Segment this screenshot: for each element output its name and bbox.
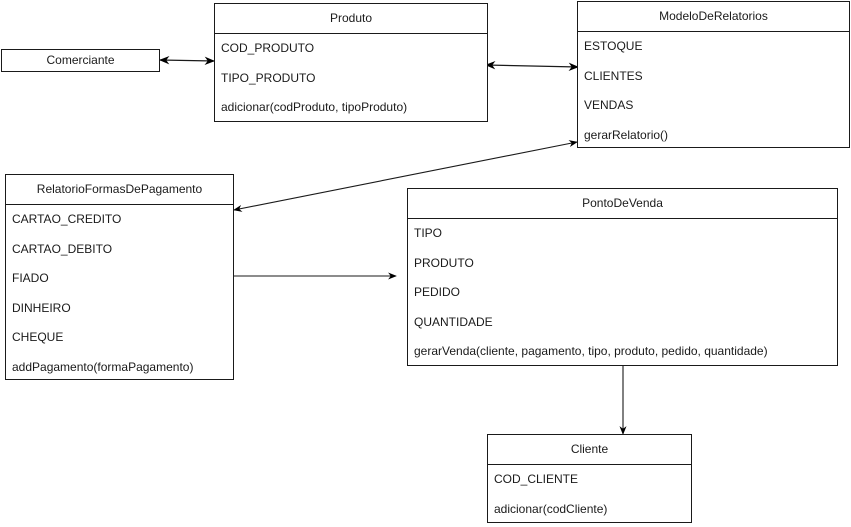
class-header: Produto	[215, 4, 487, 34]
class-relatorio-formas-de-pagamento[interactable]: RelatorioFormasDePagamento CARTAO_CREDIT…	[5, 174, 234, 380]
edge-modelo-relatorio	[233, 140, 578, 212]
class-attribute: COD_PRODUTO	[221, 41, 315, 55]
class-attribute: QUANTIDADE	[414, 314, 493, 329]
class-method: adicionar(codProduto, tipoProduto)	[221, 100, 408, 114]
class-comerciante[interactable]: Comerciante	[1, 49, 160, 72]
class-produto[interactable]: Produto COD_PRODUTO TIPO_PRODUTO adicion…	[214, 3, 488, 122]
class-attribute: CHEQUE	[12, 330, 64, 344]
class-attribute: DINHEIRO	[12, 300, 71, 315]
class-attribute: TIPO	[414, 226, 443, 240]
class-header: ModeloDeRelatorios	[578, 2, 849, 32]
edge-comerciante-produto	[158, 56, 216, 65]
class-header: Cliente	[488, 435, 691, 465]
class-attribute: FIADO	[12, 271, 49, 285]
class-method: addPagamento(formaPagamento)	[12, 359, 194, 374]
class-attribute: CARTAO_CREDITO	[12, 212, 122, 226]
class-name: Comerciante	[46, 53, 115, 67]
class-modelo-de-relatorios[interactable]: ModeloDeRelatorios ESTOQUE CLIENTES VEND…	[577, 1, 850, 148]
class-attribute: ESTOQUE	[584, 39, 643, 53]
class-method: gerarRelatorio()	[584, 127, 669, 142]
class-attribute: COD_CLIENTE	[494, 472, 579, 486]
class-attribute: CARTAO_DEBITO	[12, 241, 113, 256]
class-attribute: PEDIDO	[414, 285, 461, 299]
class-header: PontoDeVenda	[408, 189, 837, 219]
class-ponto-de-venda[interactable]: PontoDeVenda TIPO PRODUTO PEDIDO QUANTID…	[407, 188, 838, 366]
class-method: adicionar(codCliente)	[494, 501, 608, 516]
class-method: gerarVenda(cliente, pagamento, tipo, pro…	[414, 344, 768, 358]
class-attribute: VENDAS	[584, 98, 634, 112]
class-attribute: TIPO_PRODUTO	[221, 70, 316, 85]
class-header: RelatorioFormasDePagamento	[6, 175, 233, 205]
class-attribute: CLIENTES	[584, 68, 643, 83]
class-attribute: PRODUTO	[414, 255, 474, 270]
edge-produto-modelo	[484, 61, 580, 71]
class-cliente[interactable]: Cliente COD_CLIENTE adicionar(codCliente…	[487, 434, 692, 523]
